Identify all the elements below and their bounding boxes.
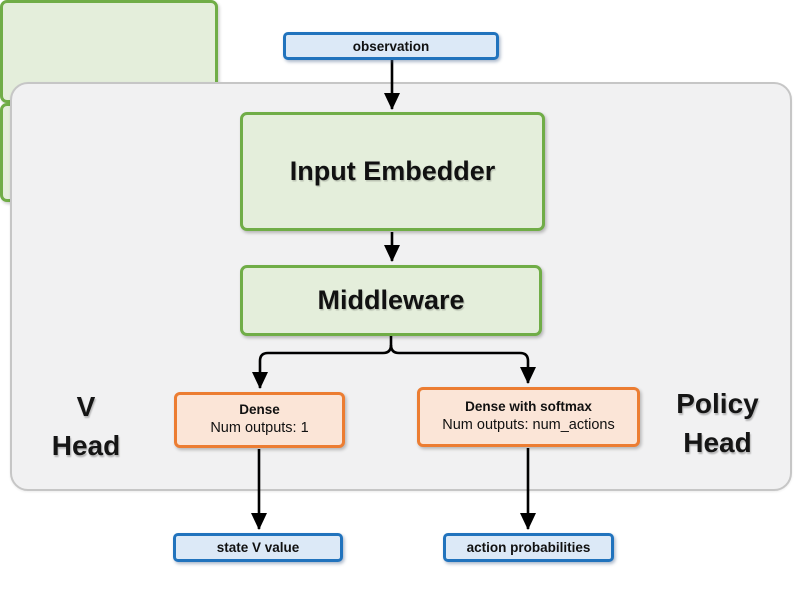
observation-node: observation [283, 32, 499, 60]
v-dense-title: Dense [239, 402, 280, 418]
input-embedder-label: Input Embedder [289, 156, 496, 186]
policy-head-label: Policy Head [655, 384, 780, 462]
observation-label: observation [352, 38, 430, 54]
policy-dense-title: Dense with softmax [465, 399, 592, 415]
state-v-value-node: state V value [173, 533, 343, 562]
policy-head-label-line1: Policy [676, 388, 759, 419]
action-probabilities-node: action probabilities [443, 533, 614, 562]
v-dense-subtitle: Num outputs: 1 [210, 420, 309, 437]
policy-head-dense-node: Dense with softmax Num outputs: num_acti… [417, 387, 640, 447]
v-head-dense-node: Dense Num outputs: 1 [174, 392, 345, 448]
action-probabilities-label: action probabilities [466, 540, 591, 555]
middleware-node: Middleware [240, 265, 542, 336]
v-head-label-line1: V [76, 391, 96, 422]
input-embedder-node: Input Embedder [240, 112, 545, 231]
state-v-value-label: state V value [216, 540, 300, 555]
v-head-label-line2: Head [51, 430, 121, 461]
v-head-label: V Head [25, 387, 147, 465]
policy-dense-subtitle: Num outputs: num_actions [442, 417, 615, 434]
policy-head-label-line2: Head [683, 427, 752, 458]
middleware-label: Middleware [317, 285, 465, 315]
